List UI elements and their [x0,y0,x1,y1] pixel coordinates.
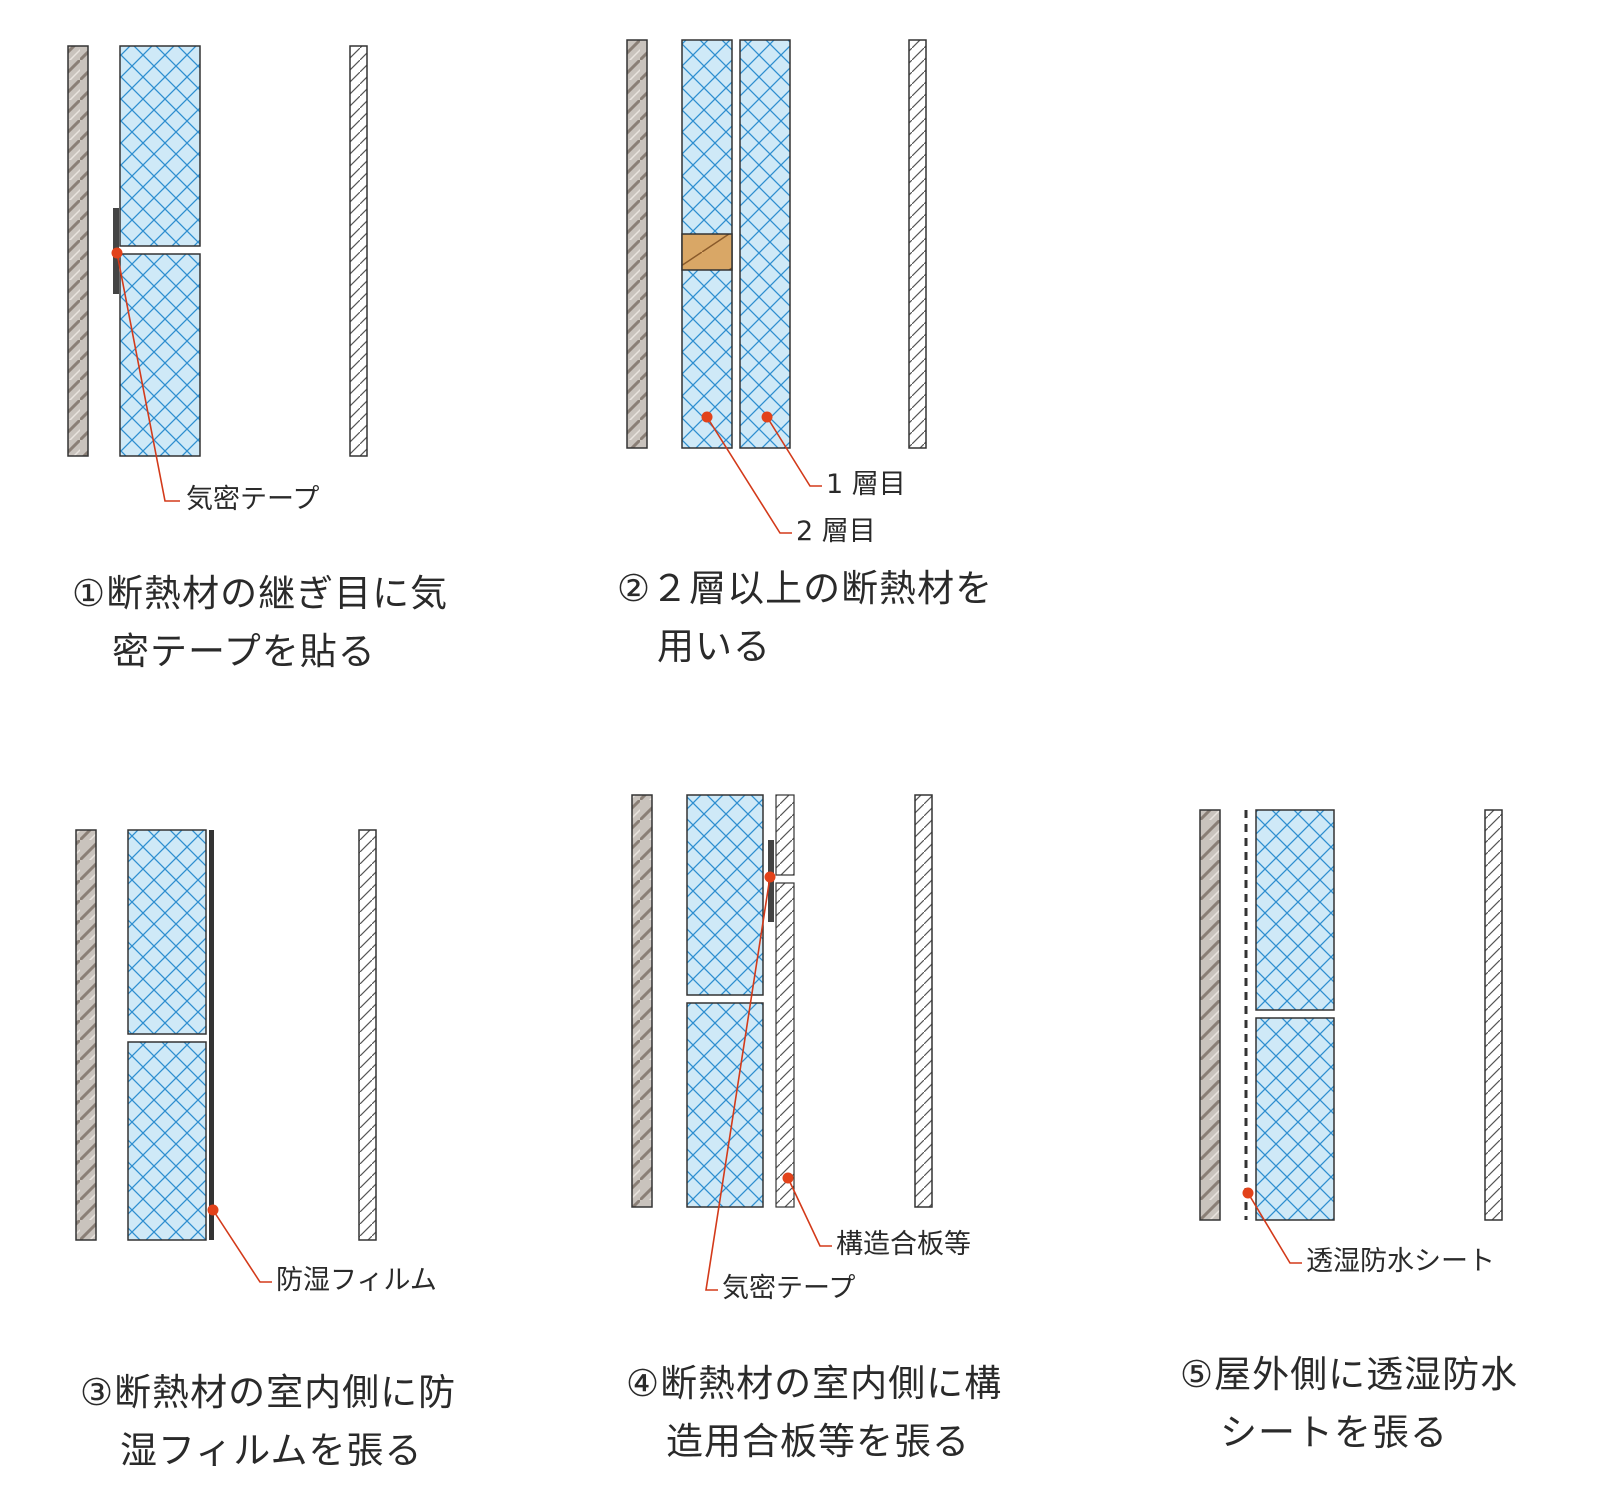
interior-board [914,794,933,1208]
panel-3-caption: ③断熱材の室内側に防 湿フィルムを張る [80,1364,456,1480]
caption-line: ①断熱材の継ぎ目に気 [72,572,449,615]
interior-board [349,45,368,457]
callout-line [116,252,180,502]
caption-line: ③断熱材の室内側に防 [80,1371,457,1414]
callout-label-airtight-tape: 気密テープ [722,1273,856,1304]
callout-dot-layer-1 [761,411,773,423]
caption-line: 密テープを貼る [112,630,376,673]
panel-4-drawing [631,794,933,1291]
caption-line: 用いる [657,625,771,668]
insulation-upper [686,794,764,996]
panel-4-caption: ④断熱材の室内側に構 造用合板等を張る [626,1355,1002,1471]
panel-3-drawing [75,829,377,1283]
insulation-upper [1255,809,1335,1011]
callout-line-layer-2 [706,416,792,534]
panel-5-caption: ⑤屋外側に透湿防水 シートを張る [1180,1346,1518,1462]
caption-line: ④断熱材の室内側に構 [626,1362,1003,1405]
insulation-upper [127,829,207,1035]
structural-plywood-lower [775,882,795,1208]
insulation-lower [686,1002,764,1208]
callout-label-airtight-tape: 気密テープ [186,484,320,515]
callout-line-layer-1 [766,416,822,487]
exterior-wall [67,45,89,457]
interior-board [908,39,927,449]
callout-line-plywood [787,1177,832,1247]
panel-5-drawing [1199,809,1503,1264]
callout-dot-plywood [782,1172,794,1184]
callout-dot [207,1204,219,1216]
callout-line [212,1209,272,1283]
panel-1-caption: ①断熱材の継ぎ目に気 密テープを貼る [72,565,448,681]
callout-label-breathable-sheet: 透湿防水シート [1306,1246,1495,1277]
caption-line: シートを張る [1220,1411,1448,1454]
callout-dot-tape [764,871,776,883]
callout-dot [111,247,123,259]
panel-2-caption: ②２層以上の断熱材を 用いる [617,560,993,676]
panel-1-drawing [67,45,368,502]
wood-stud [681,233,733,271]
callout-label-layer-2: 2 層目 [796,516,876,547]
panel-2-drawing [626,39,927,534]
callout-label-plywood: 構造合板等 [836,1229,971,1260]
interior-board [1484,809,1503,1221]
insulation-lower [1255,1017,1335,1221]
callout-dot-layer-2 [701,411,713,423]
caption-line: 造用合板等を張る [666,1420,970,1463]
insulation-layer-1 [739,39,791,449]
interior-board [358,829,377,1241]
insulation-lower [127,1041,207,1241]
exterior-wall [626,39,648,449]
exterior-wall [1199,809,1221,1221]
callout-line [1247,1192,1302,1264]
callout-label-vapor-film: 防湿フィルム [276,1265,437,1296]
callout-label-layer-1: 1 層目 [826,469,906,500]
caption-line: ②２層以上の断熱材を [617,567,994,610]
callout-dot [1242,1187,1254,1199]
vapor-barrier-film [209,830,214,1240]
exterior-wall [75,829,97,1241]
insulation-upper [119,45,201,247]
caption-line: ⑤屋外側に透湿防水 [1180,1353,1519,1396]
structural-plywood-upper [775,794,795,876]
callout-line-tape [705,876,771,1291]
exterior-wall [631,794,653,1208]
caption-line: 湿フィルムを張る [120,1429,423,1472]
insulation-lower [119,253,201,457]
